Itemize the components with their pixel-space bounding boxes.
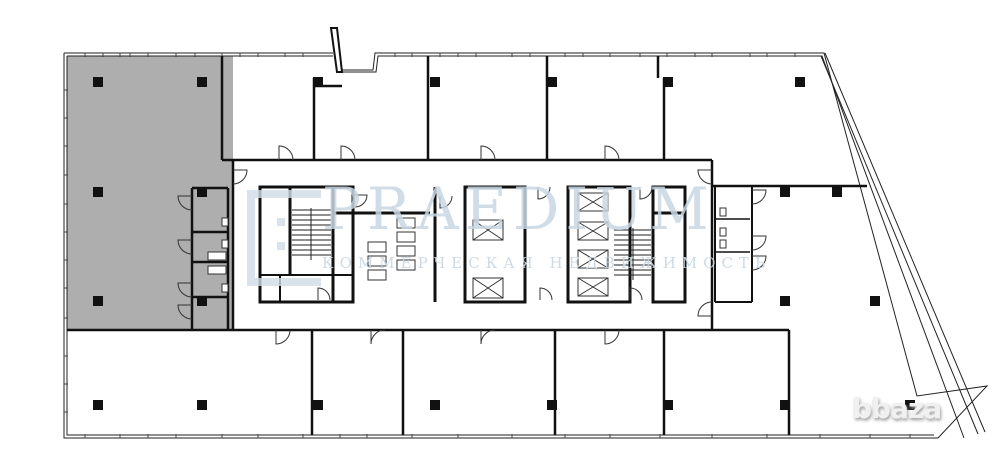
outer-facade [63,52,989,439]
highlighted-unit[interactable] [67,56,233,330]
columns [93,77,915,410]
restroom-fixtures [207,207,727,293]
building-core [258,185,753,304]
vent-shaft [329,27,344,73]
elevator-shafts [472,192,609,299]
stairs [292,208,651,280]
doors [177,145,767,345]
facade-mullions [64,53,911,438]
